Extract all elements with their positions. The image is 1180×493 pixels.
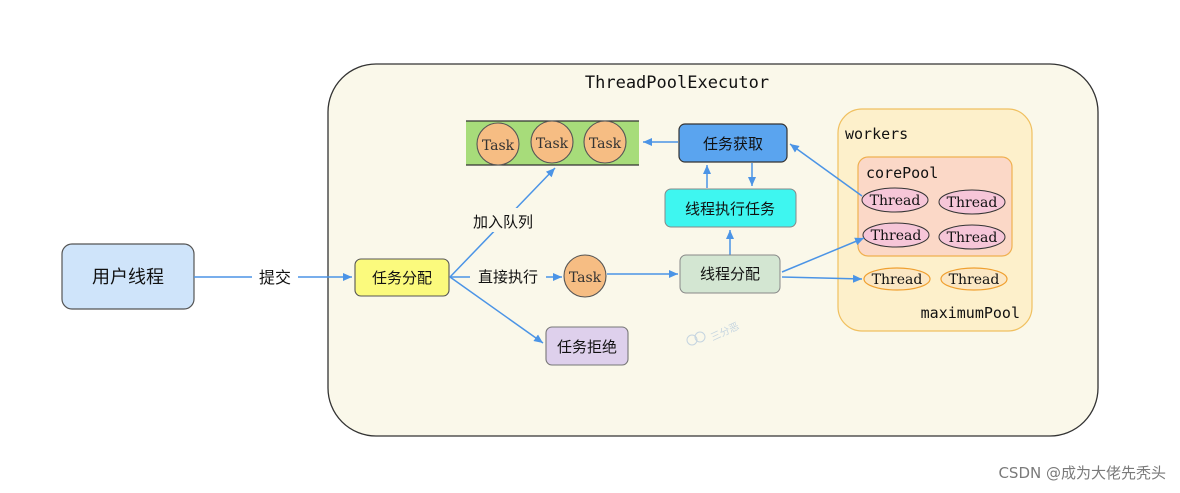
maximum-pool-label: maximumPool [921, 304, 1020, 322]
core-thread-2 [938, 189, 1006, 215]
task-reject-label: 任务拒绝 [557, 338, 617, 356]
workers-label: workers [845, 125, 908, 143]
max-thread-1 [863, 267, 931, 291]
thread-exec-label: 线程执行任务 [685, 200, 775, 218]
submit-label-bg [252, 264, 298, 288]
queue-task-circle-1 [476, 122, 520, 166]
footer-credit: CSDN @成为大佬先秃头 [998, 464, 1166, 482]
submit-label: 提交 [259, 268, 291, 287]
direct-exec-label-bg [470, 265, 546, 289]
max-thread-label-1: Thread [872, 272, 923, 288]
dispatch-to-max-arrow [781, 274, 863, 283]
direct-exec-label: 直接执行 [478, 268, 538, 286]
thread-dispatch-box [679, 254, 781, 294]
enqueue-label-bg [465, 208, 541, 232]
direct-task-circle [563, 254, 607, 298]
enqueue-label: 加入队列 [473, 213, 533, 231]
watermark-icon [686, 334, 698, 346]
task-dispatch-label: 任务分配 [372, 269, 432, 287]
thread-dispatch-label: 线程分配 [700, 265, 760, 283]
reject-arrow [449, 276, 544, 344]
queue-task-label-3: Task [589, 136, 622, 152]
dispatch-to-core-arrow [781, 237, 865, 273]
core-thread-label-2: Thread [947, 195, 998, 211]
core-pool-to-fetch-arrow [789, 143, 863, 197]
task-reject-box [545, 326, 629, 366]
queue-task-circle-2 [530, 120, 574, 164]
max-thread-label-2: Thread [949, 272, 1000, 288]
queue-task-label-2: Task [536, 136, 569, 152]
core-thread-label-1: Thread [870, 193, 921, 209]
core-thread-1 [861, 187, 929, 213]
executor-title: ThreadPoolExecutor [585, 73, 769, 93]
fetch-task-box [678, 123, 788, 163]
watermark-icon-2 [694, 331, 706, 343]
core-pool-label: corePool [866, 164, 938, 182]
task-dispatch-box [354, 258, 450, 297]
core-thread-3 [862, 222, 930, 248]
core-thread-4 [938, 224, 1006, 250]
max-thread-2 [940, 267, 1008, 291]
user-thread-label: 用户线程 [92, 267, 164, 288]
core-thread-label-3: Thread [871, 228, 922, 244]
thread-exec-box [664, 188, 797, 228]
queue-task-circle-3 [583, 120, 627, 164]
queue-task-label-1: Task [482, 138, 515, 154]
core-thread-label-4: Thread [947, 230, 998, 246]
fetch-task-label: 任务获取 [703, 135, 763, 153]
direct-task-label: Task [569, 270, 602, 286]
